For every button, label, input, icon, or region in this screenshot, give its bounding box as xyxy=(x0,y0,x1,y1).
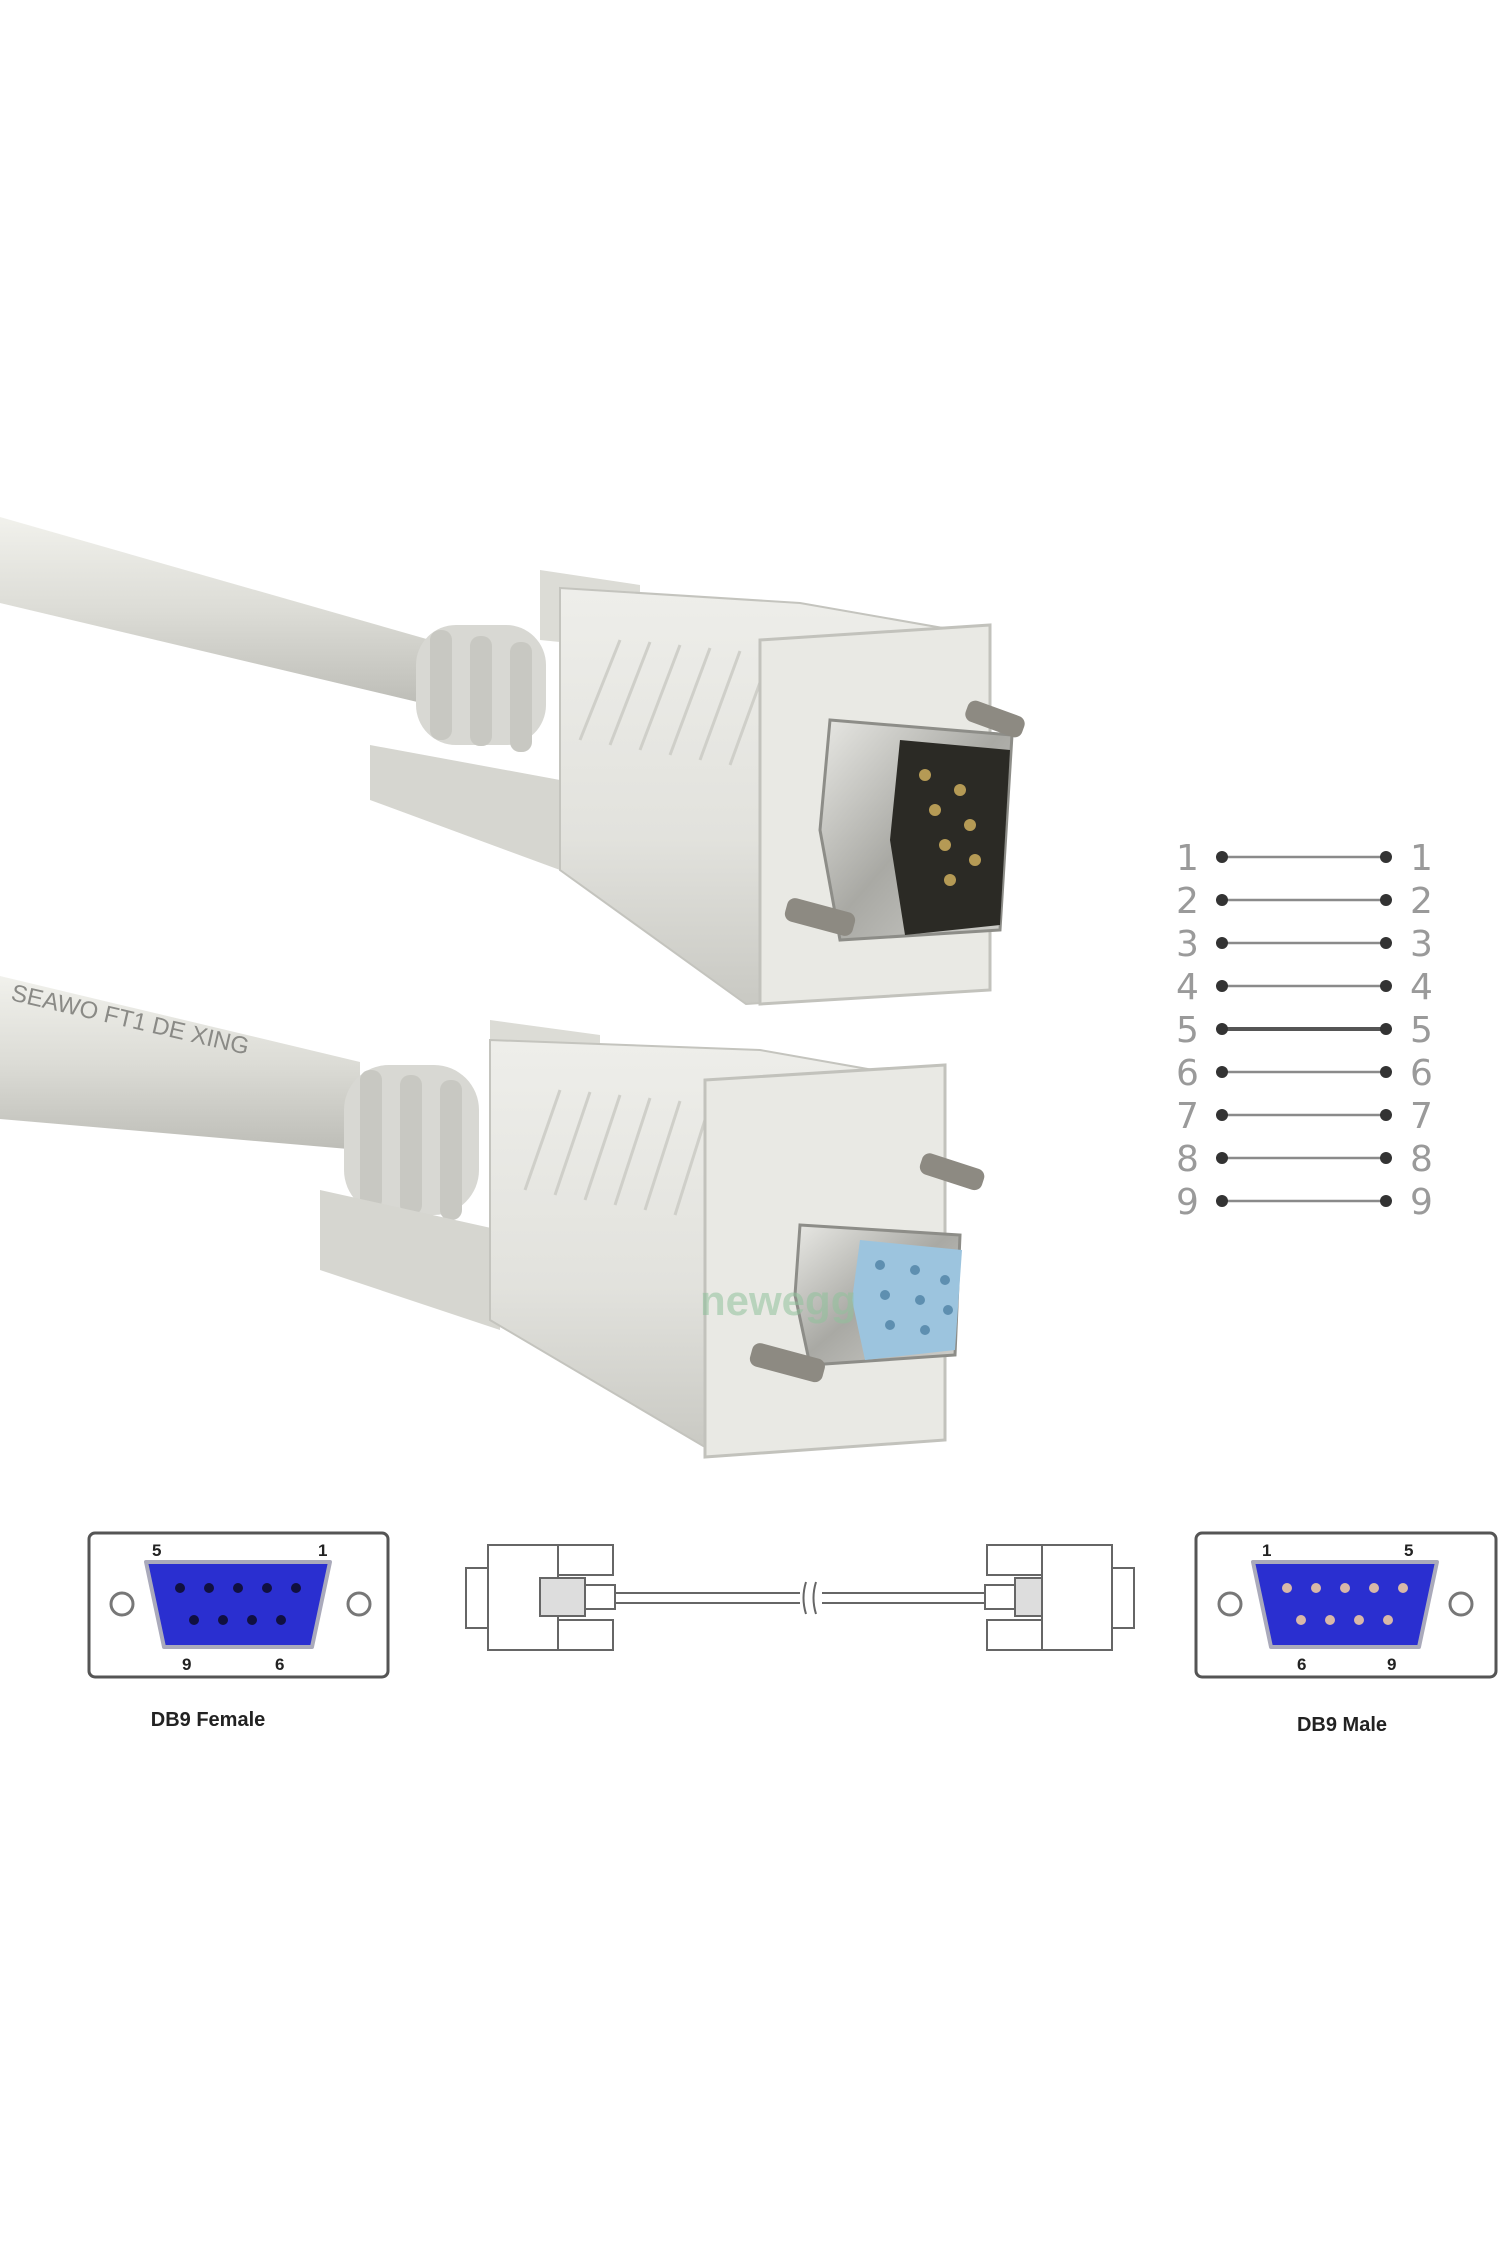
pin-label: 1 xyxy=(318,1541,327,1560)
pin-dot xyxy=(1216,1195,1228,1207)
pin-label: 9 xyxy=(1387,1655,1396,1674)
pin-label: 6 xyxy=(275,1655,284,1674)
screw-hole-icon xyxy=(1217,1591,1243,1617)
pin-number-right: 7 xyxy=(1410,1096,1433,1137)
pin-dot xyxy=(1380,894,1392,906)
pin-number-left: 1 xyxy=(1176,838,1199,879)
strain-relief-ribs xyxy=(416,625,546,752)
pin-dot xyxy=(1380,1023,1392,1035)
cable-diagram xyxy=(465,1544,1135,1651)
pin-dot xyxy=(1216,894,1228,906)
pin-number-left: 7 xyxy=(1176,1096,1199,1137)
pin-number-right: 1 xyxy=(1410,838,1433,879)
strain-relief-ribs xyxy=(344,1065,479,1220)
pin-number-right: 2 xyxy=(1410,881,1433,922)
db9-female-diagram: 5 1 9 6 DB9 Female xyxy=(87,1531,390,1731)
screw-icon xyxy=(919,1153,985,1191)
pin-number-left: 2 xyxy=(1176,881,1199,922)
pin-label: 9 xyxy=(182,1655,191,1674)
pin-insert xyxy=(890,740,1010,935)
pin-number-left: 3 xyxy=(1176,924,1199,965)
pin-dot xyxy=(1216,1023,1228,1035)
pin-dot xyxy=(1380,1152,1392,1164)
pin-dot xyxy=(1216,851,1228,863)
female-sockets xyxy=(875,1260,953,1335)
pin-label: 6 xyxy=(1297,1655,1306,1674)
pin-number-left: 4 xyxy=(1176,967,1199,1008)
pin-label: 5 xyxy=(152,1541,161,1560)
pin-dot xyxy=(1380,1066,1392,1078)
pin-dot xyxy=(1380,1195,1392,1207)
pin-dot xyxy=(1216,980,1228,992)
db9-male-diagram: 1 5 6 9 DB9 Male xyxy=(1194,1531,1498,1736)
screw-icon xyxy=(749,1343,825,1383)
pin-number-left: 5 xyxy=(1176,1010,1199,1051)
pin-dot xyxy=(1380,980,1392,992)
thumb-grip-bottom xyxy=(320,1190,500,1330)
pin-number-right: 9 xyxy=(1410,1182,1433,1223)
female-connector-photo: SEAWO FT1 DE XING newegg xyxy=(0,976,985,1459)
pin-dot xyxy=(1380,1109,1392,1121)
pin-number-right: 5 xyxy=(1410,1010,1433,1051)
db9-male-label: DB9 Male xyxy=(1297,1714,1387,1736)
pin-number-right: 3 xyxy=(1410,924,1433,965)
pin-dot xyxy=(1216,1152,1228,1164)
cable-bottom xyxy=(0,976,360,1150)
pin-label: 1 xyxy=(1262,1541,1271,1560)
male-pins xyxy=(919,769,981,886)
socket-insert xyxy=(852,1240,962,1360)
pin-number-right: 6 xyxy=(1410,1053,1433,1094)
pin-dot xyxy=(1216,937,1228,949)
screw-icon xyxy=(965,700,1025,738)
pin-label: 5 xyxy=(1404,1541,1413,1560)
pin-dot xyxy=(1216,1066,1228,1078)
pin-number-left: 9 xyxy=(1176,1182,1199,1223)
db9-female-label: DB9 Female xyxy=(151,1709,266,1731)
screw-hole-icon xyxy=(109,1591,135,1617)
pin-number-left: 6 xyxy=(1176,1053,1199,1094)
pin-dot xyxy=(1380,851,1392,863)
pin-number-right: 8 xyxy=(1410,1139,1433,1180)
screw-hole-icon xyxy=(346,1591,372,1617)
pin-dot xyxy=(1380,937,1392,949)
screw-icon xyxy=(784,898,856,936)
pin-number-right: 4 xyxy=(1410,967,1433,1008)
thumb-grip-bottom xyxy=(370,745,560,870)
pin-number-left: 8 xyxy=(1176,1139,1199,1180)
pin-dot xyxy=(1216,1109,1228,1121)
cable-top xyxy=(0,517,430,705)
watermark-logo: newegg xyxy=(700,1277,856,1324)
male-connector-photo xyxy=(0,517,1025,1006)
screw-hole-icon xyxy=(1448,1591,1474,1617)
